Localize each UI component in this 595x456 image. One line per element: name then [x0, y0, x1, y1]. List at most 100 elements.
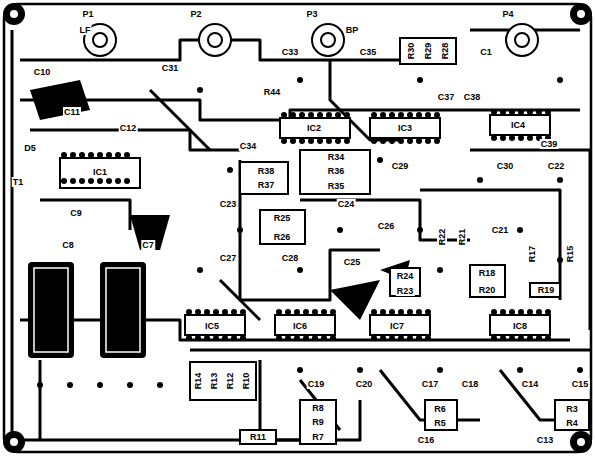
- solder-pad: [227, 167, 233, 173]
- component-label: IC1: [92, 167, 108, 177]
- component-label: P1: [81, 9, 94, 19]
- component-label: R25: [273, 213, 292, 223]
- solder-pad: [509, 135, 515, 141]
- component-label: R3: [565, 404, 579, 414]
- solder-pad: [290, 138, 296, 144]
- solder-pad: [380, 112, 386, 118]
- solder-pad: [417, 227, 423, 233]
- component-label: R14: [193, 372, 203, 391]
- component-label: R26: [273, 232, 292, 242]
- solder-pad: [186, 309, 192, 315]
- solder-pad: [518, 109, 524, 115]
- solder-pad: [79, 152, 85, 158]
- solder-pad: [297, 267, 303, 273]
- solder-pad: [285, 335, 291, 341]
- solder-pad: [67, 382, 73, 388]
- solder-pad: [303, 309, 309, 315]
- solder-pad: [407, 335, 413, 341]
- solder-pad: [416, 112, 422, 118]
- solder-pad: [204, 309, 210, 315]
- component-label: IC8: [512, 321, 528, 331]
- solder-pad: [434, 138, 440, 144]
- solder-pad: [240, 335, 246, 341]
- component-label: R29: [423, 42, 433, 61]
- solder-pad: [276, 309, 282, 315]
- component-label: R22: [437, 228, 447, 247]
- solder-pad: [527, 309, 533, 315]
- solder-pad: [231, 335, 237, 341]
- solder-pad: [297, 367, 303, 373]
- solder-pad: [518, 135, 524, 141]
- solder-pad: [312, 335, 318, 341]
- component-label: C7: [141, 240, 155, 250]
- component-label: T1: [12, 177, 25, 187]
- solder-pad: [321, 309, 327, 315]
- solder-pad: [500, 309, 506, 315]
- solder-pad: [527, 335, 533, 341]
- solder-pad: [197, 267, 203, 273]
- solder-pad: [389, 112, 395, 118]
- solder-pad: [195, 335, 201, 341]
- solder-pad: [326, 112, 332, 118]
- solder-pad: [500, 335, 506, 341]
- component-label: IC4: [510, 120, 526, 130]
- solder-pad: [88, 152, 94, 158]
- component-label: R11: [249, 432, 267, 442]
- solder-pad: [398, 335, 404, 341]
- solder-pad: [61, 152, 67, 158]
- solder-pad: [491, 309, 497, 315]
- solder-pad: [124, 178, 130, 184]
- solder-pad: [371, 112, 377, 118]
- solder-pad: [335, 112, 341, 118]
- solder-pad: [308, 112, 314, 118]
- solder-pad: [425, 112, 431, 118]
- component-label: R6: [433, 404, 447, 414]
- solder-pad: [97, 382, 103, 388]
- solder-pad: [237, 227, 243, 233]
- solder-pad: [377, 157, 383, 163]
- solder-pad: [61, 178, 67, 184]
- solder-pad: [290, 112, 296, 118]
- component-label: C9: [69, 208, 83, 218]
- component-label: C24: [337, 199, 356, 209]
- solder-pad: [317, 138, 323, 144]
- solder-pad: [425, 335, 431, 341]
- component-label: C14: [521, 379, 540, 389]
- solder-pad: [380, 138, 386, 144]
- solder-pad: [437, 367, 443, 373]
- solder-pad: [380, 309, 386, 315]
- component-label: R4: [565, 418, 579, 428]
- solder-pad: [518, 335, 524, 341]
- solder-pad: [70, 178, 76, 184]
- solder-pad: [337, 227, 343, 233]
- component-label: IC7: [389, 321, 405, 331]
- component-label: C26: [377, 221, 396, 231]
- solder-pad: [330, 335, 336, 341]
- solder-pad: [115, 152, 121, 158]
- component-label: R8: [311, 403, 325, 413]
- component-label: C22: [547, 161, 566, 171]
- component-label: BP: [345, 25, 360, 35]
- solder-pad: [509, 309, 515, 315]
- component-label: R12: [225, 372, 235, 391]
- solder-pad: [195, 309, 201, 315]
- component-label: IC2: [306, 123, 322, 133]
- component-label: R23: [396, 286, 415, 296]
- solder-pad: [70, 152, 76, 158]
- solder-pad: [79, 178, 85, 184]
- component-label: R18: [478, 268, 497, 278]
- solder-pad: [97, 152, 103, 158]
- component-label: R35: [327, 181, 346, 191]
- component-label: R10: [241, 372, 251, 391]
- solder-pad: [545, 109, 551, 115]
- solder-pad: [240, 309, 246, 315]
- component-label: C16: [417, 435, 436, 445]
- solder-pad: [222, 309, 228, 315]
- component-label: C30: [496, 161, 515, 171]
- solder-pad: [294, 309, 300, 315]
- solder-pad: [312, 309, 318, 315]
- component-label: R34: [327, 152, 346, 162]
- solder-pad: [308, 138, 314, 144]
- component-label: IC6: [292, 321, 308, 331]
